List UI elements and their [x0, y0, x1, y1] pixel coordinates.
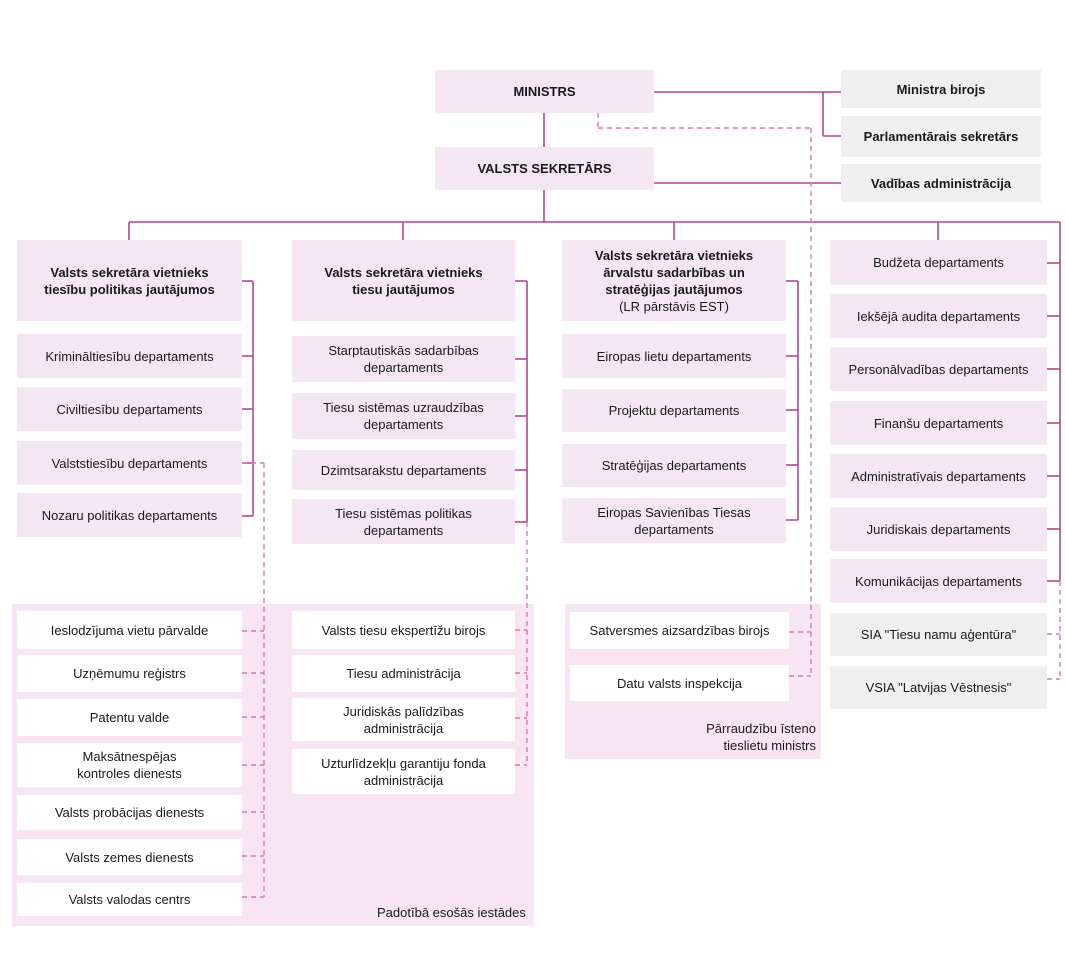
- col1-department-4: Nozaru politikas departaments: [17, 493, 242, 537]
- col3-head-note: (LR pārstāvis EST): [619, 298, 729, 314]
- subordinate-left-7: Valsts valodas centrs: [17, 883, 242, 916]
- col3-department-3: Stratēģijas departaments: [562, 444, 786, 487]
- col4-company-2: VSIA "Latvijas Vēstnesis": [830, 666, 1047, 709]
- col1-department-2: Civiltiesību departaments: [17, 387, 242, 431]
- col3-department-4: Eiropas Savienības Tiesas departaments: [562, 498, 786, 543]
- subordinate-middle-3: Juridiskās palīdzības administrācija: [292, 698, 515, 741]
- col4-department-2: Iekšējā audita departaments: [830, 294, 1047, 338]
- subordinate-label: Padotībā esošās iestādes: [377, 905, 526, 920]
- col4-department-7: Komunikācijas departaments: [830, 559, 1047, 603]
- supervision-item-2: Datu valsts inspekcija: [570, 665, 789, 701]
- state-secretary-box: VALSTS SEKRETĀRS: [435, 147, 654, 190]
- supervision-label: Pārraudzību īsteno tieslietu ministrs: [706, 721, 816, 753]
- col4-company-1: SIA "Tiesu namu aģentūra": [830, 613, 1047, 656]
- col1-department-3: Valststiesību departaments: [17, 441, 242, 485]
- subordinate-left-5: Valsts probācijas dienests: [17, 795, 242, 830]
- subordinate-left-1: Ieslodzījuma vietu pārvalde: [17, 611, 242, 649]
- col1-department-1: Krimināltiesību departaments: [17, 334, 242, 378]
- subordinate-left-4: Maksātnespējas kontroles dienests: [17, 743, 242, 787]
- col4-department-6: Juridiskais departaments: [830, 507, 1047, 551]
- management-administration-box: Vadības administrācija: [841, 164, 1041, 202]
- subordinate-middle-1: Valsts tiesu ekspertīžu birojs: [292, 611, 515, 649]
- col2-head-box: Valsts sekretāra vietnieks tiesu jautāju…: [292, 240, 515, 321]
- col4-department-3: Personālvadības departaments: [830, 347, 1047, 391]
- subordinate-left-3: Patentu valde: [17, 699, 242, 736]
- subordinate-middle-4: Uzturlīdzekļu garantiju fonda administrā…: [292, 749, 515, 794]
- col3-department-1: Eiropas lietu departaments: [562, 334, 786, 378]
- subordinate-left-2: Uzņēmumu reģistrs: [17, 655, 242, 692]
- col4-department-1: Budžeta departaments: [830, 240, 1047, 285]
- col4-department-4: Finanšu departaments: [830, 401, 1047, 445]
- minister-box: MINISTRS: [435, 70, 654, 113]
- col2-department-3: Dzimtsarakstu departaments: [292, 450, 515, 490]
- col2-department-2: Tiesu sistēmas uzraudzības departaments: [292, 393, 515, 439]
- col3-head-box: Valsts sekretāra vietnieks ārvalstu sada…: [562, 240, 786, 321]
- col2-department-4: Tiesu sistēmas politikas departaments: [292, 499, 515, 544]
- col2-department-1: Starptautiskās sadarbības departaments: [292, 336, 515, 382]
- supervision-item-1: Satversmes aizsardzības birojs: [570, 612, 789, 649]
- col1-head-box: Valsts sekretāra vietnieks tiesību polit…: [17, 240, 242, 321]
- subordinate-middle-2: Tiesu administrācija: [292, 655, 515, 692]
- parliamentary-secretary-box: Parlamentārais sekretārs: [841, 116, 1041, 157]
- subordinate-left-6: Valsts zemes dienests: [17, 839, 242, 875]
- minister-office-box: Ministra birojs: [841, 70, 1041, 108]
- col3-head-title: Valsts sekretāra vietnieks ārvalstu sada…: [594, 247, 754, 297]
- col3-department-2: Projektu departaments: [562, 389, 786, 432]
- col4-department-5: Administratīvais departaments: [830, 454, 1047, 498]
